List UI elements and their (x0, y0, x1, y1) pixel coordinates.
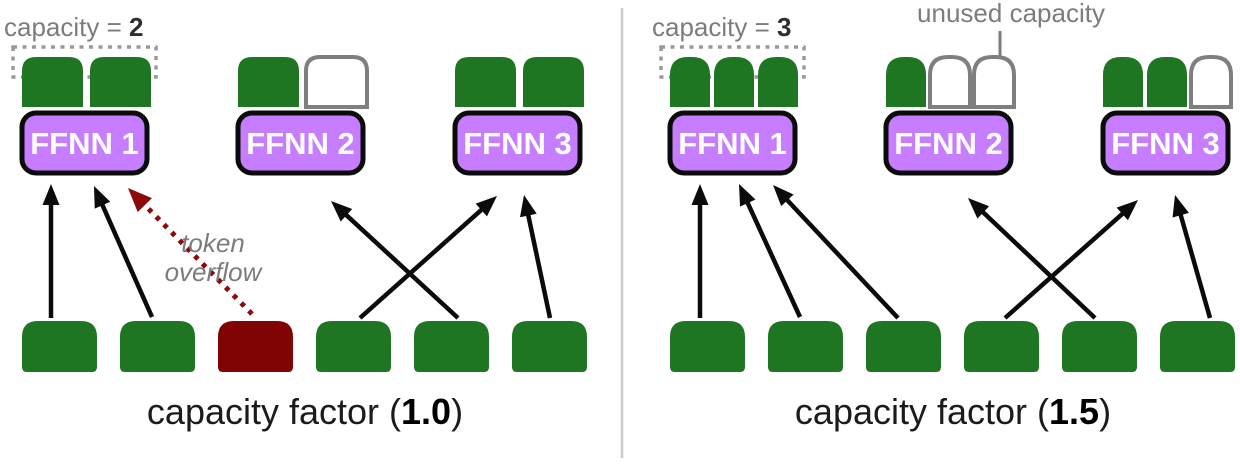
capacity-slot-filled (1103, 57, 1143, 107)
routing-arrow-head (968, 198, 990, 219)
expert-box (235, 110, 366, 176)
expert-box (883, 110, 1014, 176)
token (120, 321, 195, 372)
expert-box (19, 110, 150, 176)
expert-label: FFNN 2 (246, 126, 355, 161)
capacity-slot-filled (523, 57, 584, 107)
token (1062, 321, 1137, 372)
token-overflow-note-line2: overflow (165, 257, 264, 287)
routing-arrow-head (331, 201, 353, 222)
capacity-label-value: 3 (777, 12, 791, 42)
routing-arrow-line (783, 196, 900, 320)
routing-arrow-head (773, 185, 794, 207)
token (512, 321, 587, 372)
caption-suffix: ) (451, 391, 463, 432)
capacity-slot-filled (238, 57, 299, 107)
routing-arrow-line (358, 206, 486, 320)
overflow-token (218, 321, 293, 372)
capacity-slot-empty (972, 55, 1016, 109)
overflow-arrow-head (128, 188, 152, 213)
capacity-slot-filled (455, 57, 516, 107)
caption-prefix: capacity factor ( (147, 391, 401, 432)
routing-arrow-head (94, 186, 111, 209)
routing-arrow-head (42, 184, 60, 205)
panel-caption: capacity factor (1.5) (795, 391, 1111, 432)
unused-capacity-note: unused capacity (917, 0, 1105, 28)
token (964, 321, 1039, 372)
routing-arrow-line (744, 199, 803, 318)
capacity-slot-empty (304, 55, 369, 109)
routing-arrow-head (691, 184, 709, 205)
routing-arrow-line (1003, 210, 1127, 320)
routing-arrow-line (525, 212, 553, 319)
token-overflow-note-line1: token (181, 228, 245, 258)
expert-label: FFNN 1 (678, 126, 787, 161)
token (316, 321, 391, 372)
capacity-slot-filled (758, 57, 798, 107)
token (768, 321, 843, 372)
overflow-arrow-line (140, 201, 254, 316)
capacity-label-prefix: capacity = (4, 12, 129, 42)
token (414, 321, 489, 372)
expert-label: FFNN 1 (30, 126, 139, 161)
capacity-slot-filled (1147, 57, 1187, 107)
panel-caption: capacity factor (1.0) (147, 391, 463, 432)
capacity-slot-filled (90, 57, 151, 107)
token (866, 321, 941, 372)
capacity-slot-filled (22, 57, 83, 107)
routing-arrow-head (1172, 195, 1189, 218)
expert-box (667, 110, 798, 176)
routing-arrow-line (1177, 211, 1213, 319)
routing-arrow-head (475, 196, 497, 217)
routing-arrow-head (739, 184, 756, 207)
token (22, 321, 97, 372)
caption-suffix: ) (1099, 391, 1111, 432)
expert-box (452, 110, 583, 176)
routing-arrow-line (99, 201, 155, 318)
caption-value: 1.0 (401, 391, 451, 432)
capacity-label: capacity = 3 (652, 12, 791, 42)
expert-label: FFNN 2 (894, 126, 1003, 161)
expert-box (1100, 110, 1231, 176)
capacity-slot-filled (886, 57, 926, 107)
capacity-slot-empty (1189, 55, 1233, 109)
capacity-slot-filled (670, 57, 710, 107)
capacity-label: capacity = 2 (4, 12, 143, 42)
routing-arrow-head (1116, 200, 1138, 221)
expert-label: FFNN 3 (463, 126, 572, 161)
capacity-slot-empty (928, 55, 972, 109)
caption-prefix: capacity factor ( (795, 391, 1049, 432)
token (670, 321, 745, 372)
routing-arrow-line (342, 211, 460, 320)
expert-label: FFNN 3 (1111, 126, 1220, 161)
routing-arrow-head (520, 195, 537, 218)
routing-arrow-line (979, 208, 1097, 320)
caption-value: 1.5 (1049, 391, 1099, 432)
capacity-label-prefix: capacity = (652, 12, 777, 42)
capacity-slot-filled (714, 57, 754, 107)
capacity-label-value: 2 (129, 12, 143, 42)
token (1160, 321, 1235, 372)
